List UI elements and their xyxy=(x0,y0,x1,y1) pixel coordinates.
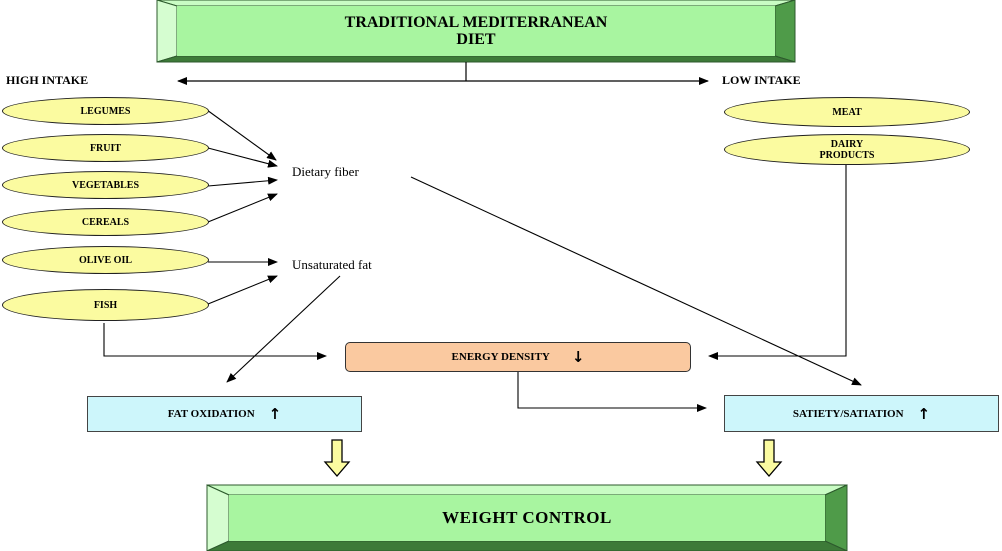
weight-box-bevel xyxy=(206,484,848,551)
fruit-arrow xyxy=(207,147,278,168)
energy-density-label: ENERGY DENSITY xyxy=(451,351,550,363)
food-olive-oil: OLIVE OIL xyxy=(2,246,209,274)
high-intake-label: HIGH INTAKE xyxy=(6,73,89,87)
vegetables-arrow xyxy=(207,176,278,187)
title-face: TRADITIONAL MEDITERRANEAN DIET xyxy=(177,6,775,56)
dairy-line-1: DAIRY xyxy=(830,138,864,150)
dietary-fiber-label: Dietary fiber xyxy=(292,164,359,179)
fat-oxidation-arrow xyxy=(226,275,341,383)
fish-arrow xyxy=(207,275,278,305)
dairy-energy-connector xyxy=(708,164,847,360)
satiety-box: SATIETY/SATIATION ↑ xyxy=(724,395,999,432)
food-fish: FISH xyxy=(2,289,209,321)
title-line-1: TRADITIONAL MEDITERRANEAN xyxy=(344,14,608,31)
weight-control-box: WEIGHT CONTROL xyxy=(207,485,847,551)
up-arrow-icon: ↑ xyxy=(917,404,931,423)
food-dairy-products: DAIRY PRODUCTS xyxy=(724,134,970,165)
energy-density-box: ENERGY DENSITY ↓ xyxy=(345,342,691,372)
fish-energy-connector xyxy=(103,323,327,360)
food-meat: MEAT xyxy=(724,97,970,127)
weight-control-face: WEIGHT CONTROL xyxy=(229,495,825,541)
up-arrow-icon: ↑ xyxy=(268,405,282,423)
fat-oxidation-box: FAT OXIDATION ↑ xyxy=(87,396,362,432)
fat-oxidation-label: FAT OXIDATION xyxy=(167,408,255,420)
satiety-down-arrow xyxy=(755,439,783,477)
food-vegetables: VEGETABLES xyxy=(2,171,209,199)
weight-control-label: WEIGHT CONTROL xyxy=(442,508,612,527)
title-box-bevel xyxy=(156,0,796,63)
low-intake-label: LOW INTAKE xyxy=(722,73,801,87)
satiety-label: SATIETY/SATIATION xyxy=(792,407,904,420)
title-line-2: DIET xyxy=(456,31,496,48)
food-legumes: LEGUMES xyxy=(2,97,209,125)
food-fruit: FRUIT xyxy=(2,134,209,162)
legumes-arrow xyxy=(206,109,277,161)
unsaturated-fat-label: Unsaturated fat xyxy=(292,257,372,272)
fat-oxidation-down-arrow xyxy=(323,439,351,477)
energy-satiety-connector xyxy=(517,372,707,412)
title-box: TRADITIONAL MEDITERRANEAN DIET xyxy=(157,0,795,62)
fiber-satiety-arrow xyxy=(410,176,862,386)
food-cereals: CEREALS xyxy=(2,208,209,236)
cereals-arrow xyxy=(207,193,278,223)
down-arrow-icon: ↓ xyxy=(571,348,585,366)
dairy-line-2: PRODUCTS xyxy=(819,149,875,161)
